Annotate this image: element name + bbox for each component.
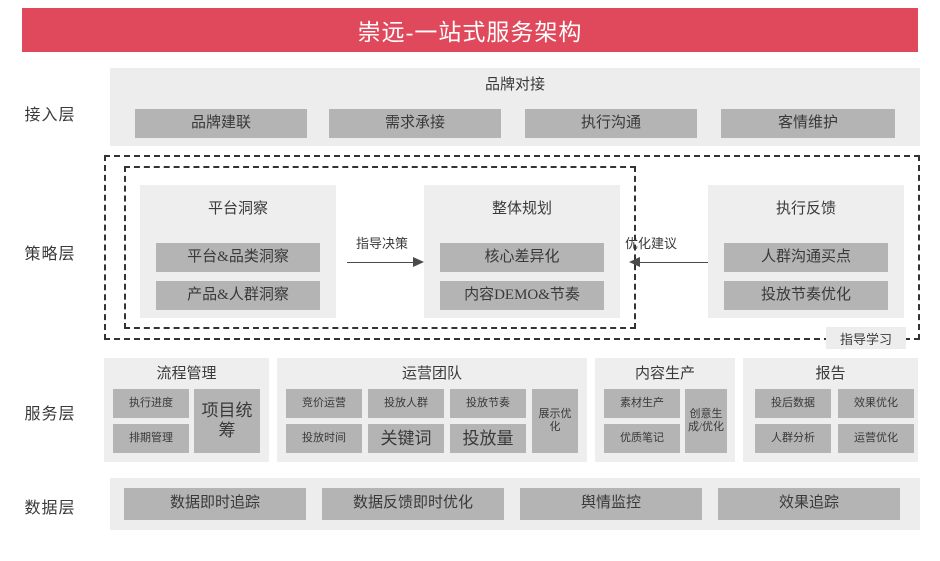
service-panel-1-title: 运营团队 — [401, 366, 462, 382]
service-panel-3-title: 报告 — [815, 366, 846, 382]
strategy-arrow-1-line — [640, 262, 709, 263]
service-panel-1-item-2[interactable]: 投放节奏 — [450, 389, 526, 418]
access-item-2[interactable]: 执行沟通 — [525, 109, 697, 138]
strategy-boundary-label: 指导学习 — [826, 327, 906, 349]
service-panel-3-item-2[interactable]: 人群分析 — [755, 424, 831, 453]
strategy-panel-1-item-0[interactable]: 核心差异化 — [440, 243, 604, 272]
service-panel-2-tall-item[interactable]: 创意生成/优化 — [685, 389, 727, 453]
access-group-title: 品牌对接 — [484, 77, 545, 93]
service-panel-1-item-0[interactable]: 竞价运营 — [286, 389, 362, 418]
row-label-service: 服务层 — [24, 406, 76, 423]
strategy-arrow-0-head-icon — [413, 257, 424, 267]
row-label-strategy: 策略层 — [24, 246, 76, 263]
service-panel-1-item-4[interactable]: 关键词 — [368, 424, 444, 453]
service-panel-1-item-1[interactable]: 投放人群 — [368, 389, 444, 418]
strategy-panel-2-item-0[interactable]: 人群沟通买点 — [724, 243, 888, 272]
access-item-0[interactable]: 品牌建联 — [135, 109, 307, 138]
service-panel-1-item-5[interactable]: 投放量 — [450, 424, 526, 453]
service-panel-3-item-1[interactable]: 效果优化 — [838, 389, 914, 418]
service-panel-0-item-0[interactable]: 执行进度 — [113, 389, 189, 418]
strategy-outer-boundary — [104, 155, 920, 340]
page-title: 崇远-一站式服务架构 — [357, 20, 583, 45]
strategy-panel-0-title: 平台洞察 — [207, 201, 268, 217]
service-panel-2-title: 内容生产 — [634, 366, 695, 382]
page-title-bar: 崇远-一站式服务架构 — [22, 8, 918, 52]
access-item-3[interactable]: 客情维护 — [721, 109, 895, 138]
row-label-data: 数据层 — [24, 500, 76, 517]
strategy-panel-2-title: 执行反馈 — [775, 201, 836, 217]
service-panel-1-tall-item[interactable]: 展示优化 — [532, 389, 578, 453]
data-item-2[interactable]: 舆情监控 — [520, 488, 702, 520]
access-item-1[interactable]: 需求承接 — [329, 109, 501, 138]
strategy-panel-1-title: 整体规划 — [491, 201, 552, 217]
strategy-panel-0-item-1[interactable]: 产品&人群洞察 — [156, 281, 320, 310]
service-panel-2-item-1[interactable]: 优质笔记 — [604, 424, 680, 453]
strategy-panel-0-item-0[interactable]: 平台&品类洞察 — [156, 243, 320, 272]
strategy-arrow-0-line — [347, 262, 415, 263]
service-panel-3-item-0[interactable]: 投后数据 — [755, 389, 831, 418]
service-panel-0-title: 流程管理 — [156, 366, 217, 382]
strategy-arrow-1-label: 优化建议 — [624, 236, 677, 251]
service-panel-0-item-1[interactable]: 排期管理 — [113, 424, 189, 453]
strategy-arrow-1-head-icon — [629, 257, 640, 267]
strategy-panel-1-item-1[interactable]: 内容DEMO&节奏 — [440, 281, 604, 310]
data-item-1[interactable]: 数据反馈即时优化 — [322, 488, 504, 520]
service-panel-1-item-3[interactable]: 投放时间 — [286, 424, 362, 453]
strategy-inner-boundary — [124, 166, 636, 329]
data-item-3[interactable]: 效果追踪 — [718, 488, 900, 520]
strategy-panel-2-item-1[interactable]: 投放节奏优化 — [724, 281, 888, 310]
data-item-0[interactable]: 数据即时追踪 — [124, 488, 306, 520]
row-label-access: 接入层 — [24, 107, 76, 124]
strategy-arrow-0-label: 指导决策 — [355, 236, 408, 251]
service-panel-0-tall-item[interactable]: 项目统筹 — [194, 389, 260, 453]
service-panel-2-item-0[interactable]: 素材生产 — [604, 389, 680, 418]
service-panel-3-item-3[interactable]: 运营优化 — [838, 424, 914, 453]
